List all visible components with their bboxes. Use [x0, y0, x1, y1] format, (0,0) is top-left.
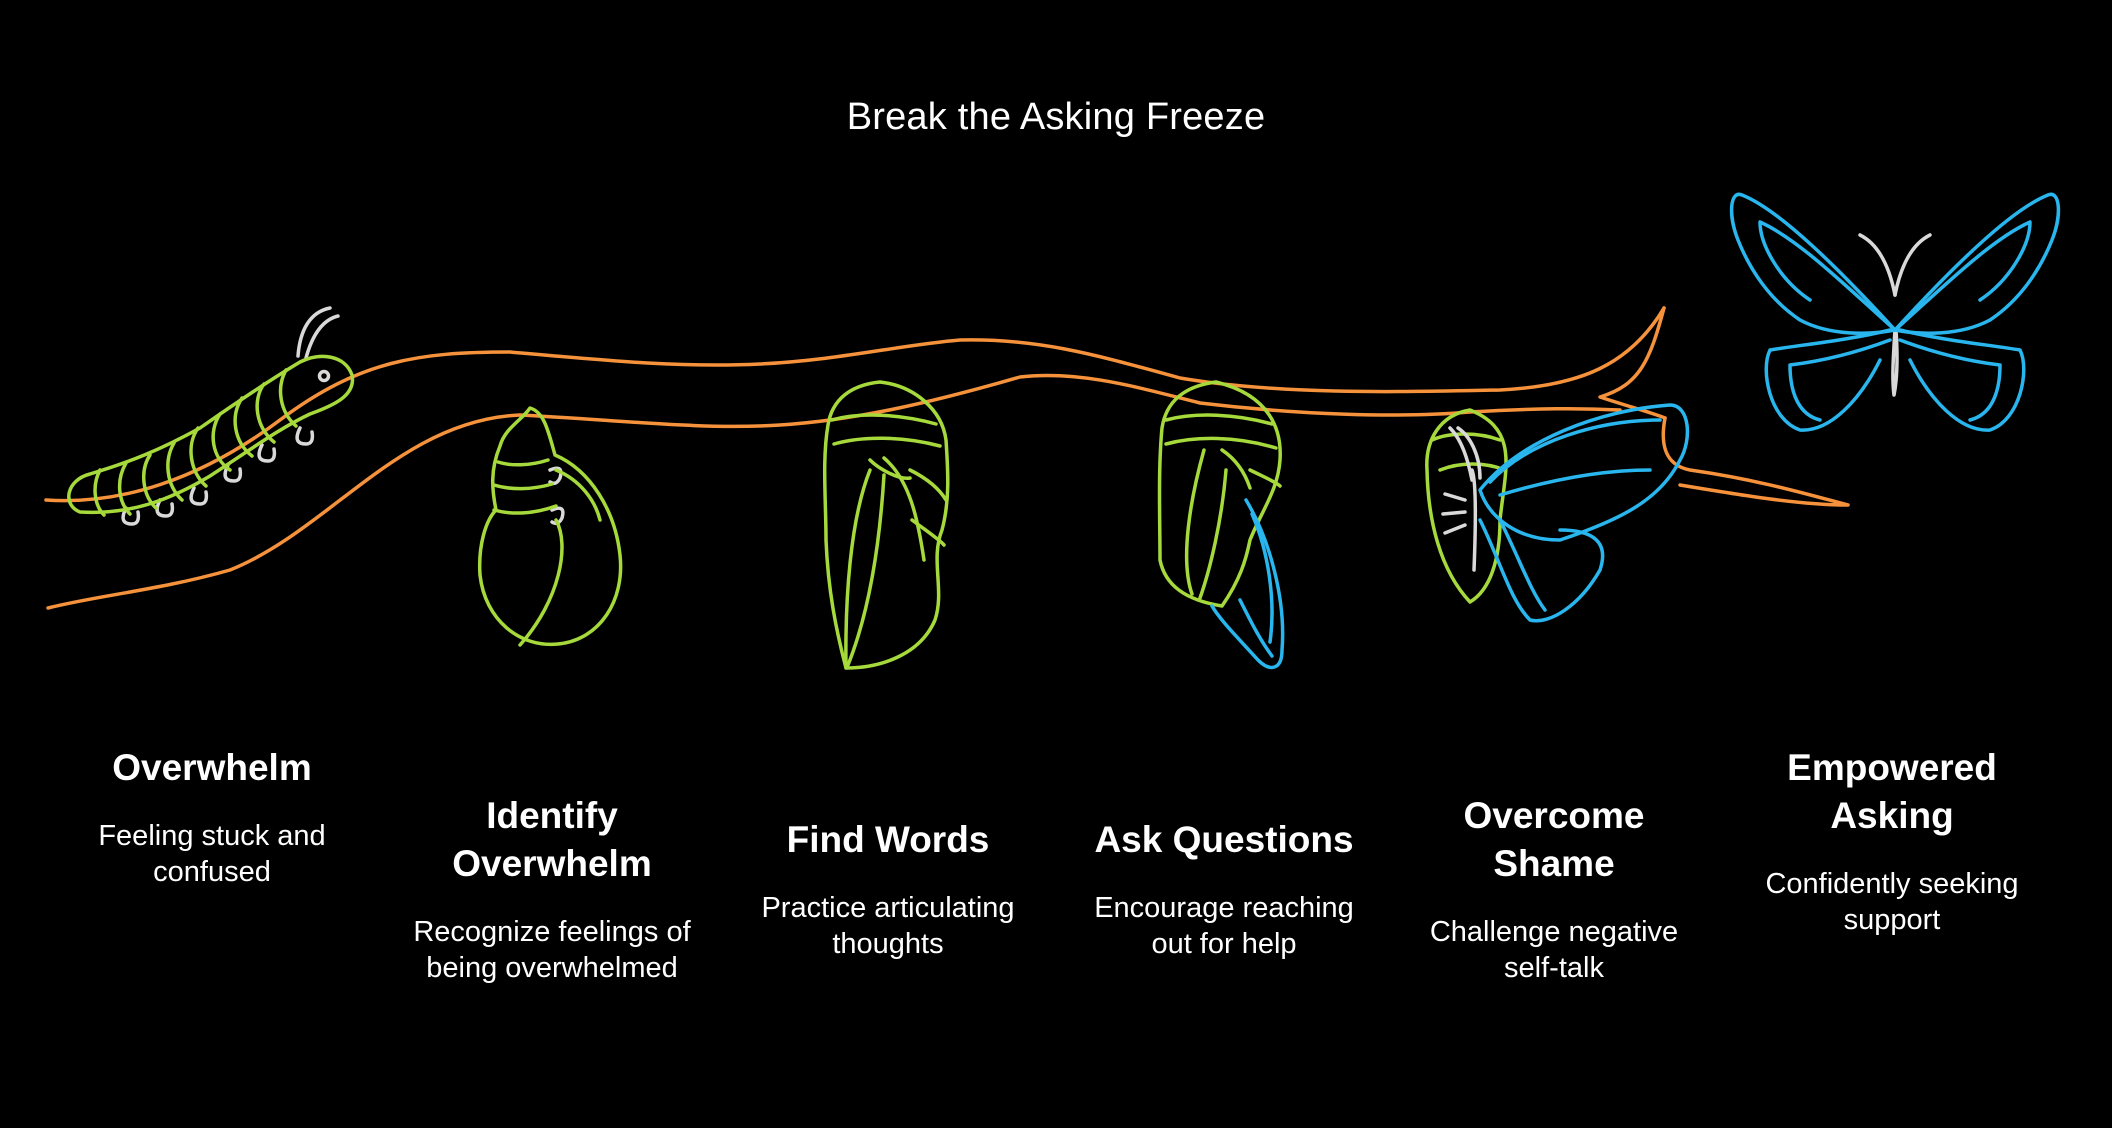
stage-description: Practice articulating thoughts	[738, 890, 1038, 962]
stage-description: Feeling stuck and confused	[62, 818, 362, 890]
butterfly-icon	[1732, 194, 2059, 430]
stage-overwhelm: Overwhelm Feeling stuck and confused	[62, 744, 362, 890]
emerging-butterfly-icon	[1427, 405, 1688, 621]
stage-overcome-shame: Overcome Shame Challenge negative self-t…	[1404, 792, 1704, 986]
chrysalis-icon	[825, 382, 948, 668]
stage-heading: Identify Overwhelm	[402, 792, 702, 888]
caterpillar-icon	[69, 308, 353, 524]
stage-heading: Overwhelm	[62, 744, 362, 792]
stage-find-words: Find Words Practice articulating thought…	[738, 816, 1038, 962]
chrysalis-with-wing-icon	[1160, 382, 1283, 667]
stage-heading: Ask Questions	[1074, 816, 1374, 864]
stage-heading: Find Words	[738, 816, 1038, 864]
stage-ask-questions: Ask Questions Encourage reaching out for…	[1074, 816, 1374, 962]
stage-heading: Overcome Shame	[1404, 792, 1704, 888]
curled-larva-icon	[480, 408, 621, 645]
stage-description: Recognize feelings of being overwhelmed	[402, 914, 702, 986]
stage-description: Confidently seeking support	[1742, 866, 2042, 938]
stage-description: Challenge negative self-talk	[1404, 914, 1704, 986]
stage-empowered-asking: Empowered Asking Confidently seeking sup…	[1742, 744, 2042, 938]
stage-heading: Empowered Asking	[1742, 744, 2042, 840]
stage-identify-overwhelm: Identify Overwhelm Recognize feelings of…	[402, 792, 702, 986]
stage-description: Encourage reaching out for help	[1074, 890, 1374, 962]
